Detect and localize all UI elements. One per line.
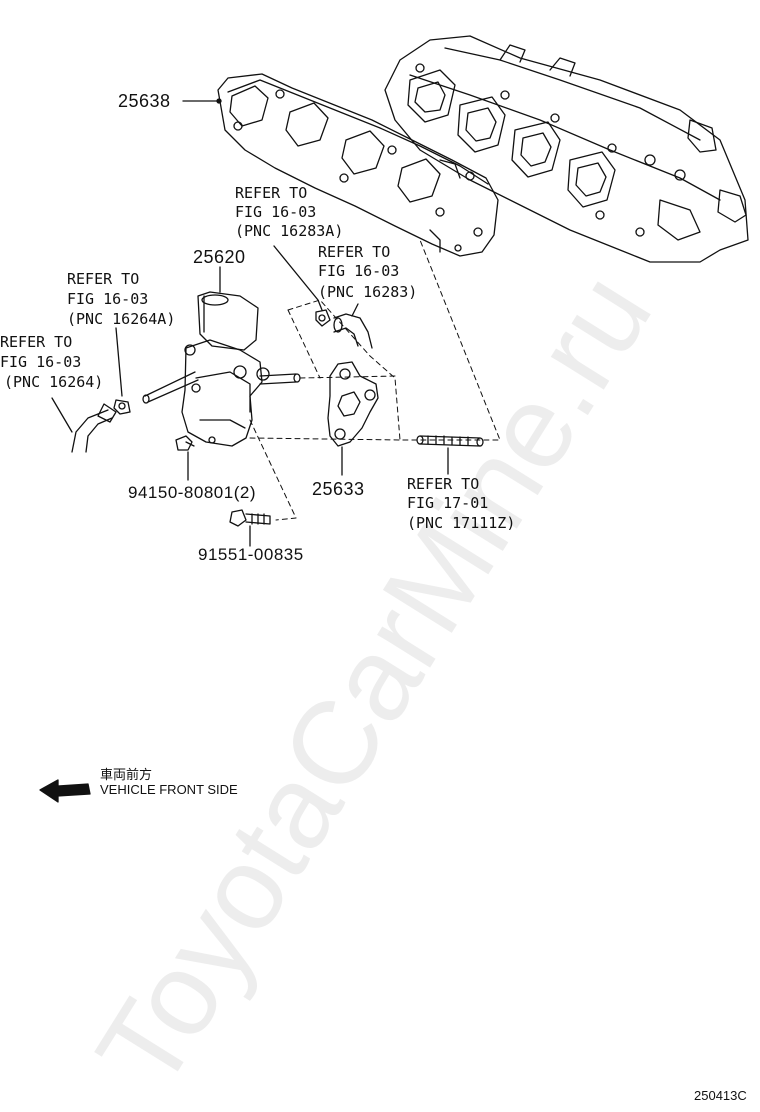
front-side-jp: 車両前方 xyxy=(100,767,153,782)
dashed-assembly-lines xyxy=(249,239,501,521)
ref-line: REFER TO xyxy=(318,243,391,261)
front-arrow-icon xyxy=(39,779,91,803)
ref-line: REFER TO xyxy=(0,333,73,351)
figure-id: 250413C xyxy=(694,1088,747,1103)
gasket-25633-drawing xyxy=(327,361,379,447)
ref-line: (PNC 16283) xyxy=(318,283,418,301)
part-number-25633: 25633 xyxy=(312,479,365,499)
air-valve-25620-drawing xyxy=(142,291,301,447)
manifold-gasket-drawing xyxy=(217,73,499,257)
ref-line: FIG 16-03 xyxy=(67,290,149,308)
engine-block-drawing xyxy=(384,35,749,263)
ref-line: FIG 17-01 xyxy=(407,494,489,512)
ref-line: FIG 16-03 xyxy=(318,262,400,280)
ref-line: REFER TO xyxy=(407,475,480,493)
part-number-25620: 25620 xyxy=(193,247,246,267)
ref-line: REFER TO xyxy=(235,184,308,202)
part-number-91551: 91551-00835 xyxy=(198,545,304,564)
front-side-en: VEHICLE FRONT SIDE xyxy=(100,782,238,797)
ref-line: FIG 16-03 xyxy=(0,353,82,371)
ref-line: REFER TO xyxy=(67,270,140,288)
ref-line: (PNC 16264) xyxy=(4,373,104,391)
reference-leaders xyxy=(51,245,449,547)
ref-line: (PNC 17111Z) xyxy=(407,514,516,532)
part-number-25638: 25638 xyxy=(118,91,171,111)
ref-line: FIG 16-03 xyxy=(235,203,317,221)
ref-line: (PNC 16264A) xyxy=(67,310,176,328)
ref-line: (PNC 16283A) xyxy=(235,222,344,240)
part-number-94150: 94150-80801(2) xyxy=(128,483,256,502)
